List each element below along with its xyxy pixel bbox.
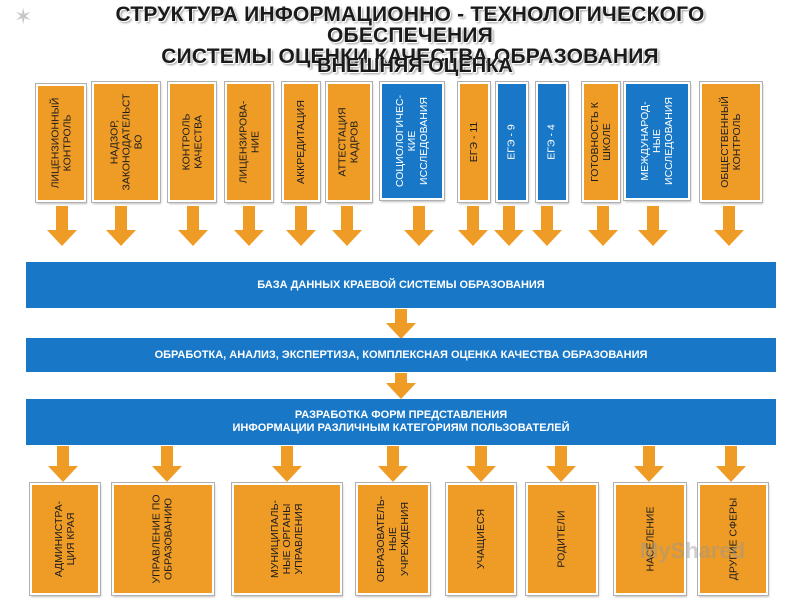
top-box-4: ЛИЦЕНЗИРОВА- НИЕ <box>224 81 274 203</box>
top-box-label: ОБЩЕСТВЕННЫЙ КОНТРОЛЬ <box>719 96 744 188</box>
down-arrow-icon <box>588 206 618 246</box>
down-arrow-icon <box>178 206 208 246</box>
bottom-box-1: АДМИНИСТРА- ЦИЯ КРАЯ <box>29 482 101 596</box>
bottom-box-3: МУНИЦИПАЛЬ- НЫЕ ОРГАНЫ УПРАВЛЕНИЯ <box>231 482 343 596</box>
title-line-1: СТРУКТУРА ИНФОРМАЦИОННО - ТЕХНОЛОГИЧЕСКО… <box>115 3 705 47</box>
top-box-12: МЕЖДУНАРОД- НЫЕ ИССЛЕДОВАНИЯ <box>623 81 691 201</box>
down-arrow-icon <box>332 206 362 246</box>
down-arrow-icon <box>458 206 488 246</box>
top-box-1: ЛИЦЕНЗИОННЫЙ КОНТРОЛЬ <box>35 83 87 203</box>
down-arrow-icon <box>634 446 664 482</box>
forms-band: РАЗРАБОТКА ФОРМ ПРЕДСТАВЛЕНИЯ ИНФОРМАЦИИ… <box>26 399 776 445</box>
page-title: СТРУКТУРА ИНФОРМАЦИОННО - ТЕХНОЛОГИЧЕСКО… <box>40 4 780 67</box>
bottom-box-label: МУНИЦИПАЛЬ- НЫЕ ОРГАНЫ УПРАВЛЕНИЯ <box>268 500 305 578</box>
forms-band-line-2: ИНФОРМАЦИИ РАЗЛИЧНЫМ КАТЕГОРИЯМ ПОЛЬЗОВА… <box>232 422 570 434</box>
title-line-2: СИСТЕМЫ ОЦЕНКИ КАЧЕСТВА ОБРАЗОВАНИЯ <box>161 45 659 68</box>
bottom-box-8: ДРУГИЕ СФЕРЫ <box>697 482 769 596</box>
subtitle: ВНЕШНЯЯ ОЦЕНКА <box>317 55 513 77</box>
top-box-label: КОНТРОЛЬ КАЧЕСТВА <box>180 113 205 171</box>
down-arrow-icon <box>152 446 182 482</box>
down-arrow-icon <box>546 446 576 482</box>
top-box-label: ЕГЭ - 9 <box>506 124 519 160</box>
top-box-10: ЕГЭ - 4 <box>535 81 569 203</box>
down-arrow-icon <box>378 446 408 482</box>
watermark: MyShared <box>640 538 746 563</box>
processing-band-label: ОБРАБОТКА, АНАЛИЗ, ЭКСПЕРТИЗА, КОМПЛЕКСН… <box>154 348 648 361</box>
top-box-9: ЕГЭ - 9 <box>495 81 529 203</box>
top-box-7: СОЦИОЛОГИЧЕС- КИЕ ИССЛЕДОВАНИЯ <box>379 81 445 201</box>
down-arrow-icon <box>386 373 416 399</box>
down-arrow-icon <box>466 446 496 482</box>
down-arrow-icon <box>48 446 78 482</box>
bottom-box-4: ОБРАЗОВАТЕЛЬ- НЫЕ УЧРЕЖДЕНИЯ <box>355 482 431 596</box>
down-arrow-icon <box>714 206 744 246</box>
processing-band: ОБРАБОТКА, АНАЛИЗ, ЭКСПЕРТИЗА, КОМПЛЕКСН… <box>26 338 776 372</box>
bottom-box-label: РОДИТЕЛИ <box>555 510 568 568</box>
down-arrow-icon <box>286 206 316 246</box>
down-arrow-icon <box>234 206 264 246</box>
down-arrow-icon <box>272 446 302 482</box>
down-arrow-icon <box>532 206 562 246</box>
down-arrow-icon <box>494 206 524 246</box>
star-icon: ✶ <box>14 4 33 29</box>
top-box-13: ОБЩЕСТВЕННЫЙ КОНТРОЛЬ <box>699 81 763 203</box>
top-box-label: ЛИЦЕНЗИРОВА- НИЕ <box>237 100 261 184</box>
top-box-8: ЕГЭ - 11 <box>457 81 491 203</box>
top-box-2: НАДЗОР, ЗАКОНОДАТЕЛЬСТ ВО <box>91 81 161 203</box>
top-box-label: ЕГЭ - 11 <box>468 121 480 163</box>
bottom-box-label: ОБРАЗОВАТЕЛЬ- НЫЕ УЧРЕЖДЕНИЯ <box>375 495 412 583</box>
forms-band-line-1: РАЗРАБОТКА ФОРМ ПРЕДСТАВЛЕНИЯ <box>294 409 508 421</box>
top-box-3: КОНТРОЛЬ КАЧЕСТВА <box>167 81 217 203</box>
down-arrow-icon <box>47 206 77 246</box>
down-arrow-icon <box>716 446 746 482</box>
top-box-label: АТТЕСТАЦИЯ КАДРОВ <box>337 107 361 177</box>
bottom-box-5: УЧАЩИЕСЯ <box>445 482 517 596</box>
down-arrow-icon <box>638 206 668 246</box>
bottom-box-label: УЧАЩИЕСЯ <box>474 508 487 570</box>
top-box-label: АККРЕДИТАЦИЯ <box>295 100 307 184</box>
top-box-label: МЕЖДУНАРОД- НЫЕ ИССЛЕДОВАНИЯ <box>639 97 676 185</box>
bottom-box-2: УПРАВЛЕНИЕ ПО ОБРАЗОВАНИЮ <box>111 482 215 596</box>
top-box-11: ГОТОВНОСТЬ К ШКОЛЕ <box>581 81 621 203</box>
database-band: БАЗА ДАННЫХ КРАЕВОЙ СИСТЕМЫ ОБРАЗОВАНИЯ <box>26 262 776 308</box>
bottom-box-6: РОДИТЕЛИ <box>525 482 599 596</box>
top-box-5: АККРЕДИТАЦИЯ <box>281 81 321 203</box>
top-box-label: ГОТОВНОСТЬ К ШКОЛЕ <box>589 102 614 182</box>
bottom-box-label: УПРАВЛЕНИЕ ПО ОБРАЗОВАНИЮ <box>150 494 175 584</box>
top-box-label: НАДЗОР, ЗАКОНОДАТЕЛЬСТ ВО <box>108 93 145 191</box>
bottom-box-label: АДМИНИСТРА- ЦИЯ КРАЯ <box>53 500 77 578</box>
top-box-label: ЕГЭ - 4 <box>546 124 559 160</box>
top-box-6: АТТЕСТАЦИЯ КАДРОВ <box>325 81 373 203</box>
top-box-label: ЛИЦЕНЗИОННЫЙ КОНТРОЛЬ <box>49 97 74 189</box>
database-band-label: БАЗА ДАННЫХ КРАЕВОЙ СИСТЕМЫ ОБРАЗОВАНИЯ <box>257 278 545 291</box>
top-box-label: СОЦИОЛОГИЧЕС- КИЕ ИССЛЕДОВАНИЯ <box>394 94 431 188</box>
down-arrow-icon <box>106 206 136 246</box>
down-arrow-icon <box>386 309 416 339</box>
down-arrow-icon <box>404 206 434 246</box>
bottom-box-7: НАСЕЛЕНИЕ <box>613 482 687 596</box>
